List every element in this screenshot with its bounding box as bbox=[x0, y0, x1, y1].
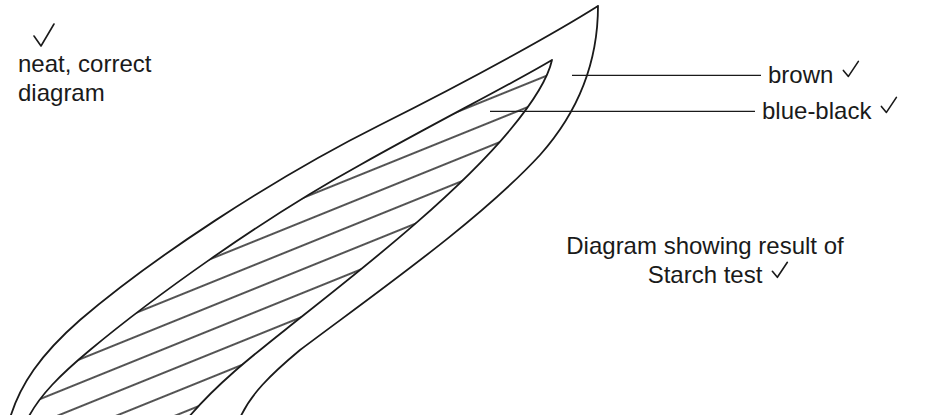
diagram-caption: Diagram showing result of Starch test bbox=[540, 232, 870, 290]
tick-mark bbox=[772, 262, 787, 277]
part-label: brown bbox=[768, 61, 833, 90]
teacher-comment: neat, correct diagram bbox=[18, 50, 208, 108]
part-label: blue-black bbox=[762, 97, 871, 126]
starch-outline bbox=[28, 60, 552, 415]
leader-line bbox=[572, 75, 761, 76]
tick-mark bbox=[843, 61, 858, 76]
leaf-outline bbox=[10, 6, 598, 415]
tick-mark bbox=[881, 97, 896, 112]
tick-mark bbox=[34, 24, 54, 46]
starch-region bbox=[28, 60, 552, 415]
leader-line bbox=[490, 111, 755, 112]
